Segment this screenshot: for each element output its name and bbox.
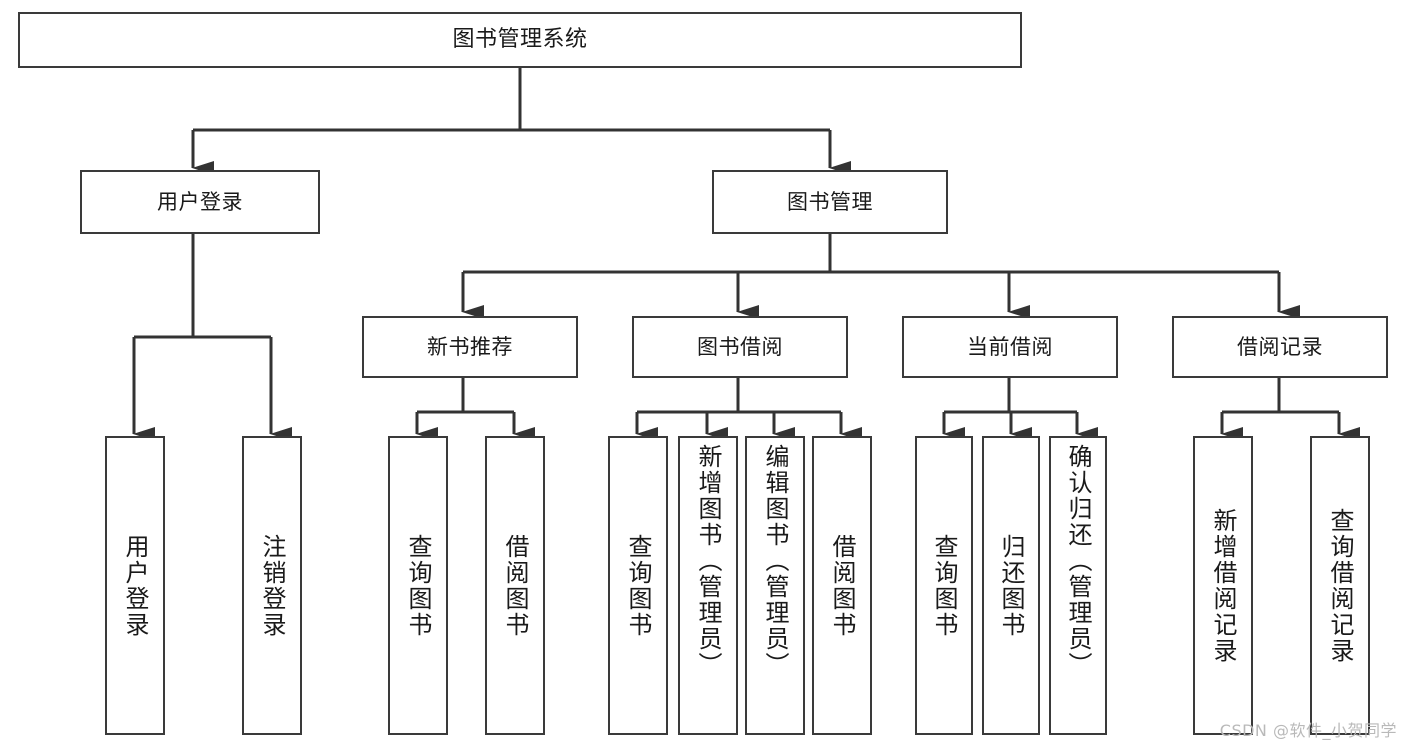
- leaf-book-borrow-borrow-book[interactable]: 借阅图书: [812, 436, 872, 735]
- node-label: 新增图书（管理员）: [694, 444, 722, 678]
- leaf-borrow-record-add-record[interactable]: 新增借阅记录: [1193, 436, 1253, 735]
- node-book-management[interactable]: 图书管理: [712, 170, 948, 234]
- node-label: 图书管理: [787, 189, 873, 214]
- leaf-user-login-login[interactable]: 用户登录: [105, 436, 165, 735]
- node-label: 图书管理系统: [452, 27, 588, 53]
- node-label: 图书借阅: [697, 334, 783, 359]
- leaf-user-login-logout[interactable]: 注销登录: [242, 436, 302, 735]
- leaf-new-book-borrow-book[interactable]: 借阅图书: [485, 436, 545, 735]
- leaf-book-borrow-add-book-admin[interactable]: 新增图书（管理员）: [678, 436, 738, 735]
- node-label: 借阅图书: [828, 533, 856, 638]
- leaf-book-borrow-query-book[interactable]: 查询图书: [608, 436, 668, 735]
- node-current-borrow[interactable]: 当前借阅: [902, 316, 1118, 378]
- node-label: 用户登录: [121, 533, 149, 638]
- leaf-book-borrow-edit-book-admin[interactable]: 编辑图书（管理员）: [745, 436, 805, 735]
- node-book-borrow[interactable]: 图书借阅: [632, 316, 848, 378]
- node-label: 新书推荐: [427, 334, 513, 359]
- node-user-login[interactable]: 用户登录: [80, 170, 320, 234]
- node-label: 新增借阅记录: [1209, 507, 1237, 664]
- leaf-borrow-record-query-record[interactable]: 查询借阅记录: [1310, 436, 1370, 735]
- node-label: 当前借阅: [967, 334, 1053, 359]
- leaf-current-borrow-query-book[interactable]: 查询图书: [915, 436, 973, 735]
- node-label: 确认归还（管理员）: [1064, 444, 1092, 678]
- node-label: 查询图书: [930, 533, 958, 638]
- leaf-current-borrow-confirm-return-admin[interactable]: 确认归还（管理员）: [1049, 436, 1107, 735]
- node-label: 归还图书: [997, 533, 1025, 638]
- node-label: 用户登录: [157, 189, 243, 214]
- node-label: 查询图书: [404, 533, 432, 638]
- leaf-new-book-query-book[interactable]: 查询图书: [388, 436, 448, 735]
- node-label: 编辑图书（管理员）: [761, 444, 789, 678]
- node-label: 查询借阅记录: [1326, 507, 1354, 664]
- node-root-book-management-system[interactable]: 图书管理系统: [18, 12, 1022, 68]
- node-label: 借阅记录: [1237, 334, 1323, 359]
- node-new-book-recommend[interactable]: 新书推荐: [362, 316, 578, 378]
- node-label: 查询图书: [624, 533, 652, 638]
- leaf-current-borrow-return-book[interactable]: 归还图书: [982, 436, 1040, 735]
- node-borrow-record[interactable]: 借阅记录: [1172, 316, 1388, 378]
- node-label: 借阅图书: [501, 533, 529, 638]
- node-label: 注销登录: [258, 533, 286, 638]
- watermark-text: CSDN @软件_小贺同学: [1219, 721, 1397, 740]
